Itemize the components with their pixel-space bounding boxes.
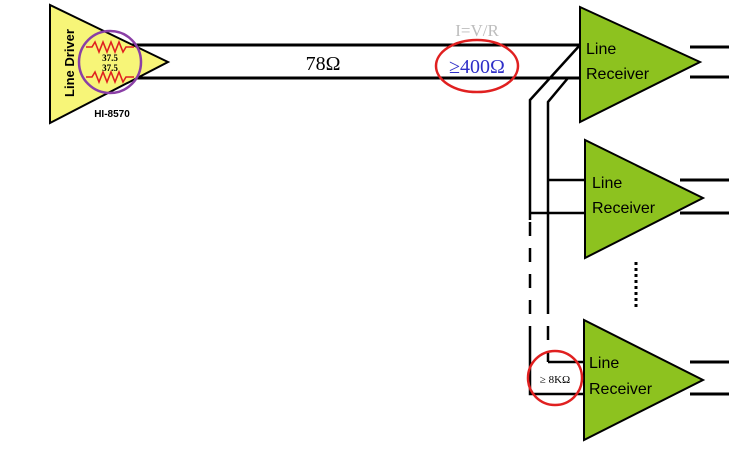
receiver-3-label-line2: Receiver bbox=[589, 381, 653, 398]
driver-part-number: HI-8570 bbox=[94, 109, 130, 120]
receiver-3-label-line1: Line bbox=[589, 355, 619, 372]
resistor-bottom-icon bbox=[86, 69, 134, 85]
stub-wires bbox=[528, 44, 590, 396]
bus-impedance-label: 78Ω bbox=[306, 53, 341, 75]
receiver-input-highlight-circle bbox=[526, 349, 584, 407]
line-driver: Line Driver HI-8570 37.5 37.5 bbox=[49, 3, 171, 125]
resistor-highlight-circle bbox=[77, 29, 143, 95]
load-resistance-label: ≥400Ω bbox=[449, 56, 505, 78]
line-driver-label: Line Driver bbox=[62, 29, 77, 97]
receiver-3-triangle bbox=[583, 318, 706, 442]
termination-resistors bbox=[86, 39, 134, 85]
load-highlight-circle bbox=[434, 38, 520, 94]
receiver-1-label-line2: Receiver bbox=[586, 66, 650, 83]
receiver-2-label-line2: Receiver bbox=[592, 200, 656, 217]
ohms-law-label: I=V/R bbox=[455, 21, 499, 40]
resistor-top-value: 37.5 bbox=[102, 53, 118, 63]
resistor-top-icon bbox=[86, 39, 134, 55]
line-receiver-3: Line Receiver bbox=[583, 318, 706, 442]
receiver-output-wires bbox=[680, 45, 729, 396]
receiver-input-impedance-label: ≥ 8KΩ bbox=[540, 374, 570, 386]
line-receiver-1: Line Receiver bbox=[579, 5, 703, 124]
receiver-1-label-line1: Line bbox=[586, 41, 616, 58]
receiver-2-label-line1: Line bbox=[592, 175, 622, 192]
line-receiver-2: Line Receiver bbox=[584, 138, 706, 260]
receiver-1-triangle bbox=[579, 5, 703, 124]
resistor-bottom-value: 37.5 bbox=[102, 63, 118, 73]
receiver-2-triangle bbox=[584, 138, 706, 260]
